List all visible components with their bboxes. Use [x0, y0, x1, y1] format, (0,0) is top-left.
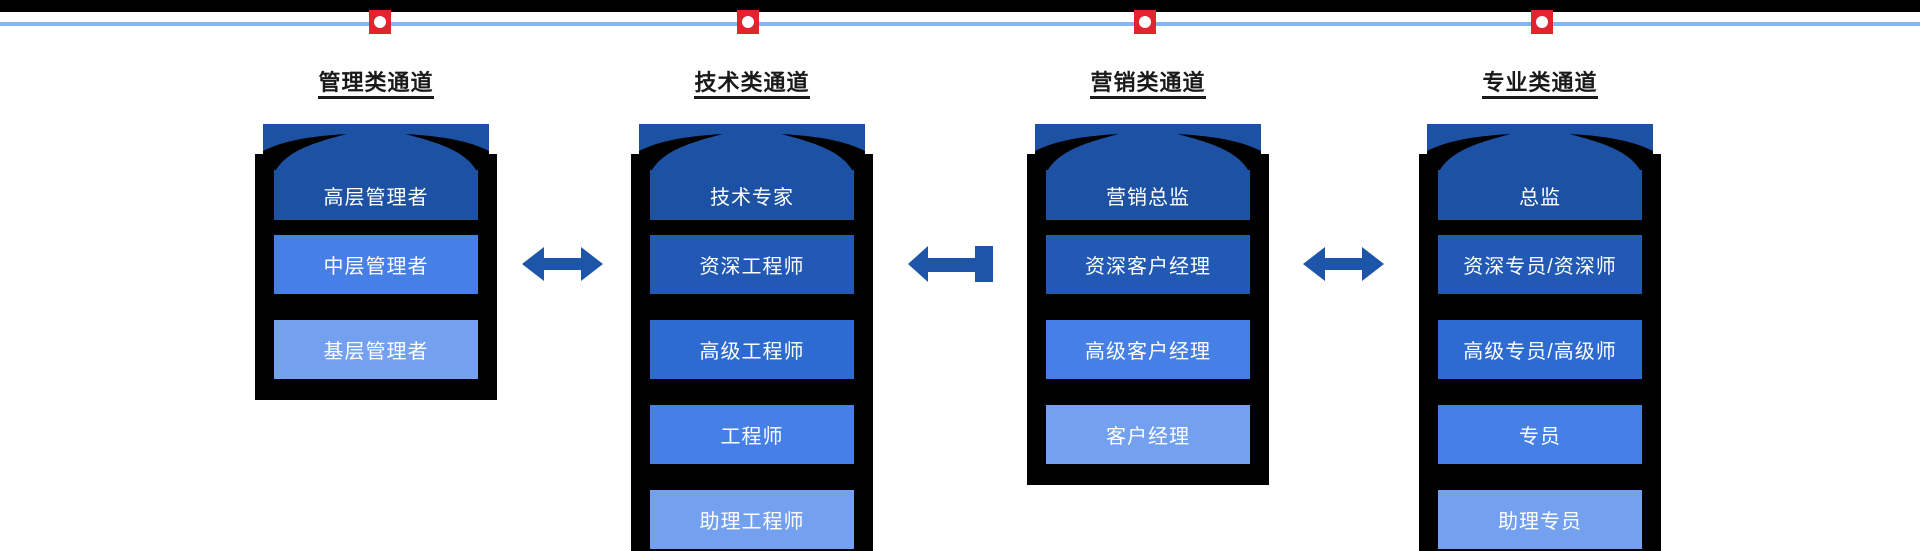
level-box-5: 助理专员 [1438, 490, 1642, 549]
ladder-rail-left-icon [255, 154, 274, 220]
banner-flare-icon [1427, 134, 1653, 170]
level-label: 高层管理者 [323, 186, 429, 209]
level-box-2: 中层管理者 [274, 235, 478, 294]
level-box-1: 技术专家 [650, 170, 854, 220]
banner-flare-icon [1035, 134, 1261, 170]
ladder: 总监 资深专员/资深师高级专员/高级师专员助理专员 [1419, 124, 1661, 551]
ladder-rail-left-icon [631, 154, 650, 220]
level-box-4: 工程师 [650, 405, 854, 464]
level-label: 高级工程师 [699, 341, 805, 363]
ladder-frame: 中层管理者基层管理者 [255, 220, 497, 400]
channel-column-3: 营销类通道 营销总监 资深客户经理高级客户经理客户经理 [1027, 70, 1269, 485]
level-label: 资深专员/资深师 [1463, 256, 1617, 278]
level-box-2: 资深客户经理 [1046, 235, 1250, 294]
level-box-1: 总监 [1438, 170, 1642, 220]
level-label: 总监 [1519, 186, 1561, 209]
ladder-rail-right-icon [854, 154, 873, 220]
level-label: 技术专家 [710, 186, 794, 209]
timeline-marker-dot-icon [374, 16, 386, 28]
channel-title: 管理类通道 [255, 70, 497, 99]
ladder-rail-right-icon [1642, 154, 1661, 220]
level-label: 高级专员/高级师 [1463, 341, 1617, 363]
channel-title: 营销类通道 [1027, 70, 1269, 99]
timeline-marker [1134, 10, 1156, 34]
channel-title-text: 管理类通道 [318, 70, 434, 99]
level-box-1: 高层管理者 [274, 170, 478, 220]
channel-title-text: 专业类通道 [1482, 70, 1598, 99]
ladder-frame: 资深工程师高级工程师工程师助理工程师 [631, 220, 873, 551]
banner-flare-icon [263, 134, 489, 170]
ladder-rail-left-icon [1419, 154, 1438, 220]
ladder-rail-right-icon [478, 154, 497, 220]
level-label: 专员 [1519, 426, 1561, 448]
level-box-5: 助理工程师 [650, 490, 854, 549]
double-arrow-icon [1303, 247, 1384, 281]
ladder-frame: 资深客户经理高级客户经理客户经理 [1027, 220, 1269, 485]
ladder: 高层管理者 中层管理者基层管理者 [255, 124, 497, 400]
level-box-3: 高级专员/高级师 [1438, 320, 1642, 379]
level-label: 助理专员 [1498, 511, 1582, 533]
timeline-marker [737, 10, 759, 34]
channel-title: 专业类通道 [1419, 70, 1661, 99]
left-arrow-with-bar-icon [908, 246, 993, 282]
level-box-2: 资深工程师 [650, 235, 854, 294]
level-label: 资深客户经理 [1085, 256, 1211, 278]
level-box-2: 资深专员/资深师 [1438, 235, 1642, 294]
channel-column-4: 专业类通道 总监 资深专员/资深师高级专员/高级师专员助理专员 [1419, 70, 1661, 551]
level-label: 营销总监 [1106, 186, 1190, 209]
level-label: 客户经理 [1106, 426, 1190, 448]
ladder-frame: 资深专员/资深师高级专员/高级师专员助理专员 [1419, 220, 1661, 551]
ladder: 营销总监 资深客户经理高级客户经理客户经理 [1027, 124, 1269, 485]
timeline-marker-dot-icon [1536, 16, 1548, 28]
channel-title-text: 技术类通道 [694, 70, 810, 99]
ladder-top-banner [1427, 124, 1653, 170]
level-box-3: 高级客户经理 [1046, 320, 1250, 379]
ladder-top-banner [263, 124, 489, 170]
level-box-3: 基层管理者 [274, 320, 478, 379]
ladder-rail-left-icon [1027, 154, 1046, 220]
ladder-top-banner [639, 124, 865, 170]
top-black-bar [0, 0, 1920, 12]
timeline-marker-dot-icon [1139, 16, 1151, 28]
level-label: 助理工程师 [699, 511, 805, 533]
level-label: 资深工程师 [699, 256, 805, 278]
ladder-rail-right-icon [1250, 154, 1269, 220]
level-box-1: 营销总监 [1046, 170, 1250, 220]
channel-title: 技术类通道 [631, 70, 873, 99]
level-box-3: 高级工程师 [650, 320, 854, 379]
level-label: 基层管理者 [323, 341, 429, 363]
channel-column-1: 管理类通道 高层管理者 中层管理者基层管理者 [255, 70, 497, 400]
banner-flare-icon [639, 134, 865, 170]
channel-column-2: 技术类通道 技术专家 资深工程师高级工程师工程师助理工程师 [631, 70, 873, 551]
level-label: 中层管理者 [323, 256, 429, 278]
level-box-4: 专员 [1438, 405, 1642, 464]
timeline-marker-dot-icon [742, 16, 754, 28]
channel-title-text: 营销类通道 [1090, 70, 1206, 99]
timeline-line [0, 22, 1920, 26]
level-label: 工程师 [720, 426, 784, 448]
timeline-marker [1531, 10, 1553, 34]
double-arrow-icon [522, 247, 603, 281]
ladder-top-banner [1035, 124, 1261, 170]
timeline-marker [369, 10, 391, 34]
level-box-4: 客户经理 [1046, 405, 1250, 464]
level-label: 高级客户经理 [1085, 341, 1211, 363]
ladder: 技术专家 资深工程师高级工程师工程师助理工程师 [631, 124, 873, 551]
